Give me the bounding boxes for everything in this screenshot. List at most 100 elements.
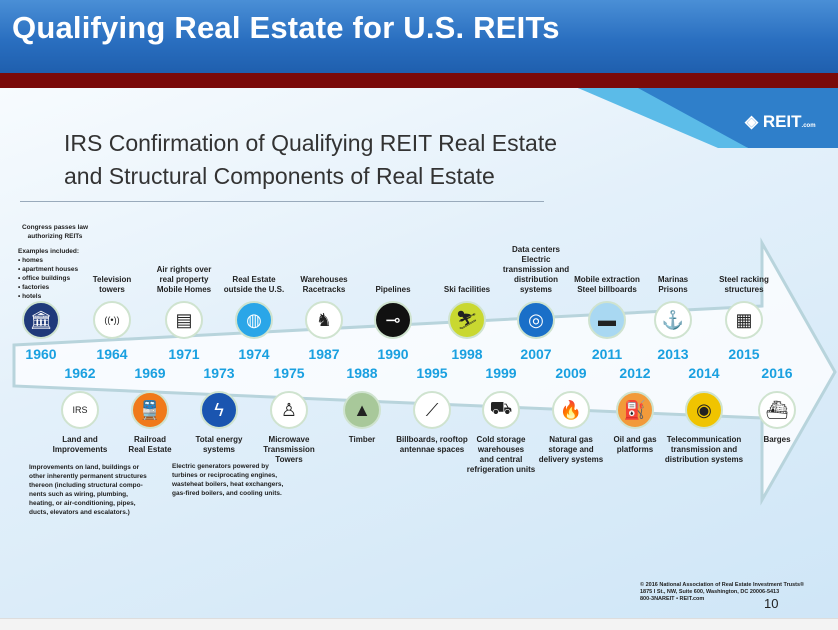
anchor-icon: ⚓ <box>654 301 692 339</box>
label-line: Pipelines <box>375 285 411 294</box>
label-line: Mobile Homes <box>156 285 212 294</box>
year-label: 2012 <box>619 365 651 381</box>
page-number: 10 <box>764 596 779 611</box>
year-label: 1999 <box>485 365 517 381</box>
label-line: Ski facilities <box>443 285 491 294</box>
year-label: 1962 <box>64 365 96 381</box>
tower-icon: ♙ <box>270 391 308 429</box>
racehorse-icon: ♞ <box>305 301 343 339</box>
year-label: 1960 <box>25 346 57 362</box>
label-line: transmission and <box>670 445 738 454</box>
label-line: platforms <box>616 445 654 454</box>
label-line: Electric <box>521 255 551 264</box>
label-line: Timber <box>348 435 376 444</box>
label-line: Air rights over <box>156 265 212 274</box>
item-label: Barges <box>727 435 827 445</box>
label-line: distribution <box>514 275 558 284</box>
year-label: 2013 <box>657 346 689 362</box>
label-line: Transmission <box>263 445 315 454</box>
year-label: 2014 <box>688 365 720 381</box>
reit-logo: ◈ REIT.com <box>745 112 816 131</box>
label-line: Telecommunication <box>666 435 742 444</box>
year-label: 2011 <box>591 346 623 362</box>
year-label: 1964 <box>96 346 128 362</box>
label-line: outside the U.S. <box>223 285 285 294</box>
year-label: 2015 <box>728 346 760 362</box>
bottom-bar <box>0 618 838 630</box>
barge-icon: ⛴ <box>758 391 796 429</box>
antenna-icon: ((•)) <box>93 301 131 339</box>
label-line: Television <box>92 275 132 284</box>
year-label: 2016 <box>761 365 793 381</box>
label-line: Billboards, rooftop <box>396 435 468 444</box>
label-line: Data centers <box>511 245 561 254</box>
irs-icon: IRS <box>61 391 99 429</box>
intro-examples: Examples included: • homes • apartment h… <box>18 248 80 300</box>
label-line: Towers <box>275 455 303 464</box>
billboard-icon: ▬ <box>588 301 626 339</box>
title-divider <box>0 73 838 88</box>
forklift-icon: ⛟ <box>482 391 520 429</box>
year-label: 1973 <box>203 365 235 381</box>
title-bar: Qualifying Real Estate for U.S. REITs <box>0 0 838 73</box>
lightning-icon: ϟ <box>200 391 238 429</box>
label-line: systems <box>202 445 236 454</box>
year-label: 1975 <box>273 365 305 381</box>
subtitle: IRS Confirmation of Qualifying REIT Real… <box>64 130 558 189</box>
label-line: Real Estate <box>232 275 276 284</box>
label-line: Prisons <box>658 285 688 294</box>
label-line: refrigeration units <box>466 465 536 474</box>
label-line: Cold storage <box>476 435 526 444</box>
label-line: Steel billboards <box>577 285 637 294</box>
label-line: Railroad <box>133 435 166 444</box>
label-line: Microwave <box>268 435 310 444</box>
copyright-footer: © 2016 National Association of Real Esta… <box>640 582 805 602</box>
label-line: and central <box>479 455 523 464</box>
cable-spool-icon: ◉ <box>685 391 723 429</box>
year-label: 2007 <box>520 346 552 362</box>
label-line: Improvements <box>52 445 108 454</box>
year-label: 1969 <box>134 365 166 381</box>
skier-icon: ⛷ <box>448 301 486 339</box>
year-label: 1987 <box>308 346 340 362</box>
train-icon: 🚆 <box>131 391 169 429</box>
subtitle-underline <box>20 201 544 202</box>
flame-icon: 🔥 <box>552 391 590 429</box>
logo-diamond-icon: ◈ <box>745 112 759 131</box>
label-line: warehouses <box>477 445 525 454</box>
slide-title: Qualifying Real Estate for U.S. REITs <box>12 10 560 45</box>
year-label: 1974 <box>238 346 270 362</box>
label-line: Racetracks <box>302 285 346 294</box>
label-line: Steel racking <box>719 275 769 284</box>
year-label: 1971 <box>168 346 200 362</box>
label-line: Real Estate <box>128 445 172 454</box>
label-line: distribution systems <box>664 455 744 464</box>
label-line: Marinas <box>657 275 689 284</box>
label-line: systems <box>519 285 553 294</box>
label-line: structures <box>724 285 764 294</box>
label-line: transmission and <box>502 265 570 274</box>
label-line: Barges <box>763 435 791 444</box>
label-line: real property <box>159 275 209 284</box>
pipeline-icon: ⊸ <box>374 301 412 339</box>
label-line: Warehouses <box>300 275 348 284</box>
label-line: Natural gas <box>549 435 593 444</box>
label-line: Oil and gas <box>613 435 657 444</box>
item-label: Timber <box>312 435 412 445</box>
label-line: Land and <box>62 435 98 444</box>
mobile-home-icon: ▤ <box>165 301 203 339</box>
label-line: storage and <box>548 445 594 454</box>
year-label: 1988 <box>346 365 378 381</box>
label-line: antennae spaces <box>399 445 465 454</box>
capitol-icon: 🏛 <box>22 301 60 339</box>
